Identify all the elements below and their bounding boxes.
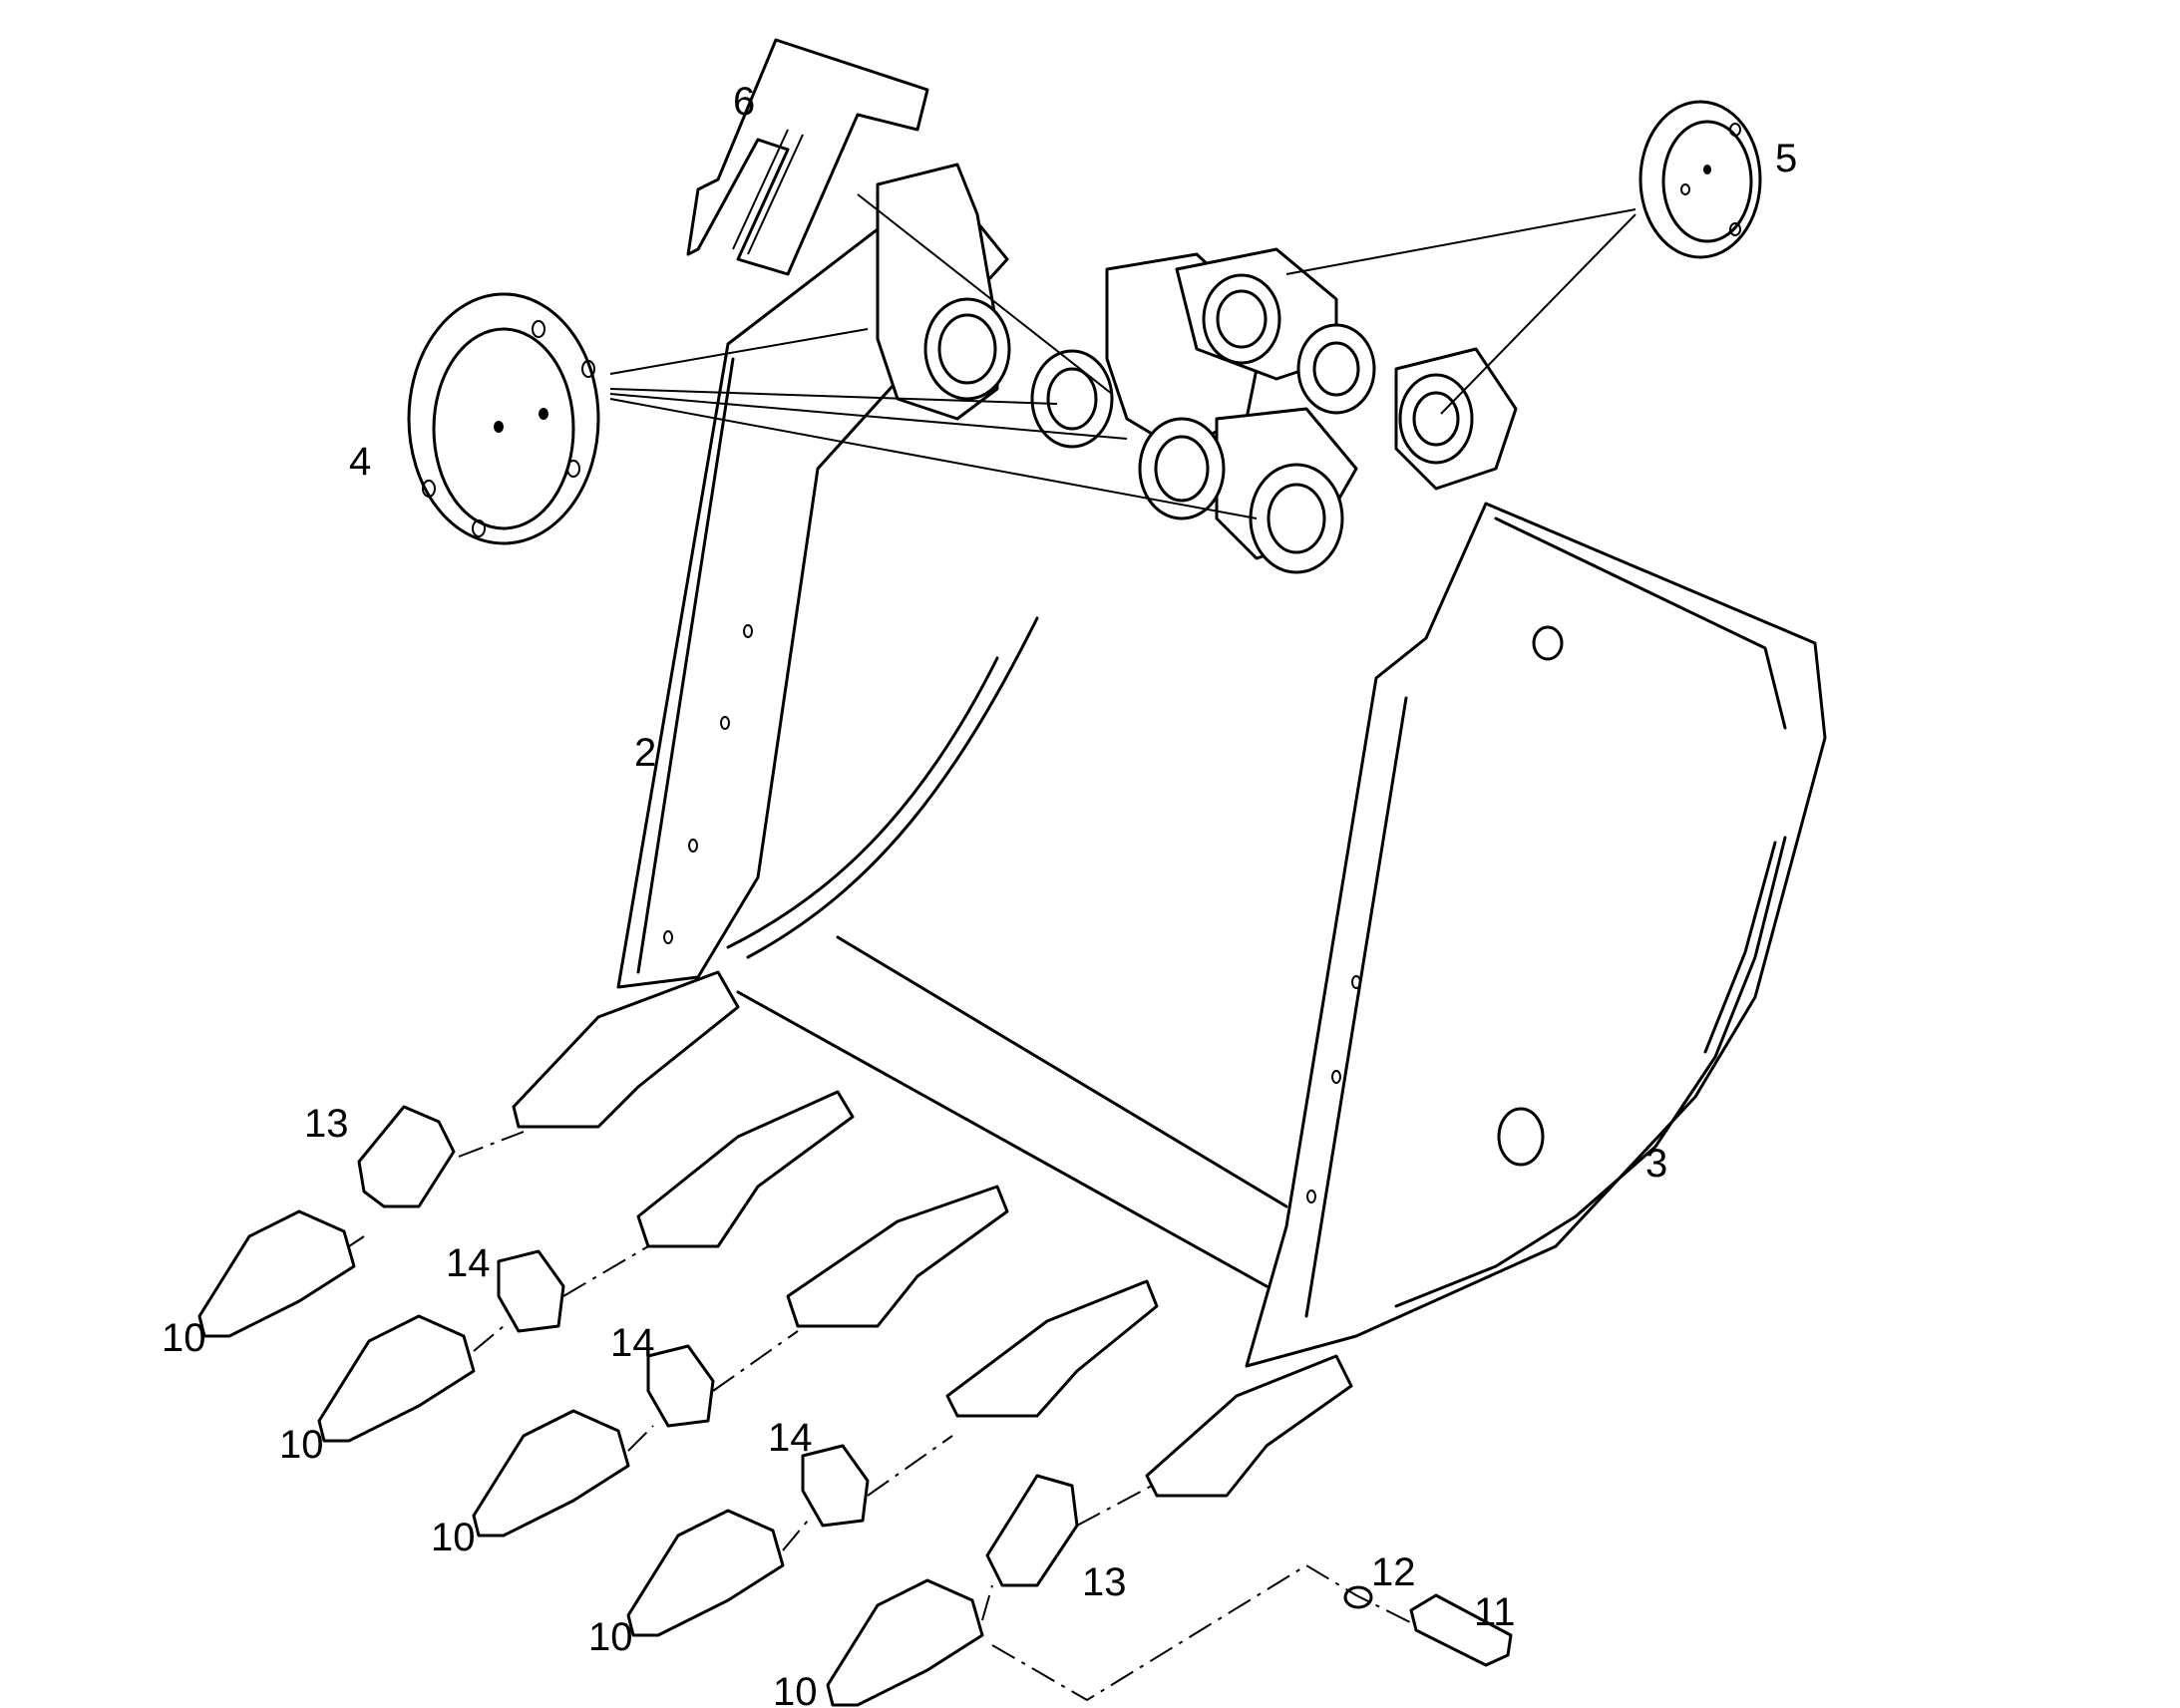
callout-12: 12 <box>1371 1550 1416 1594</box>
callout-11: 11 <box>1474 1590 1516 1634</box>
callout-14: 14 <box>768 1416 813 1460</box>
end-cover-left <box>407 292 1258 545</box>
teeth-and-hardware <box>197 1105 1513 1707</box>
tooth-adapters <box>512 970 1353 1498</box>
callout-2: 2 <box>634 731 656 775</box>
bucket-body <box>616 163 1827 1368</box>
callout-10: 10 <box>162 1316 206 1360</box>
callout-10: 10 <box>773 1670 818 1708</box>
callout-4: 4 <box>349 440 371 484</box>
callout-14: 14 <box>446 1241 491 1285</box>
callout-10: 10 <box>588 1615 633 1659</box>
end-cover-right <box>1285 100 1762 415</box>
callout-6: 6 <box>733 80 755 124</box>
callout-10: 10 <box>431 1516 476 1559</box>
cover-plate <box>686 38 1113 395</box>
callout-labels: 2 3 4 5 6 10 10 10 10 10 11 12 13 13 14 … <box>162 80 1797 1708</box>
callout-13: 13 <box>304 1102 349 1146</box>
callout-10: 10 <box>279 1423 324 1467</box>
callout-13: 13 <box>1082 1560 1127 1604</box>
callout-14: 14 <box>610 1321 655 1365</box>
callout-3: 3 <box>1645 1142 1667 1186</box>
callout-5: 5 <box>1775 137 1797 180</box>
